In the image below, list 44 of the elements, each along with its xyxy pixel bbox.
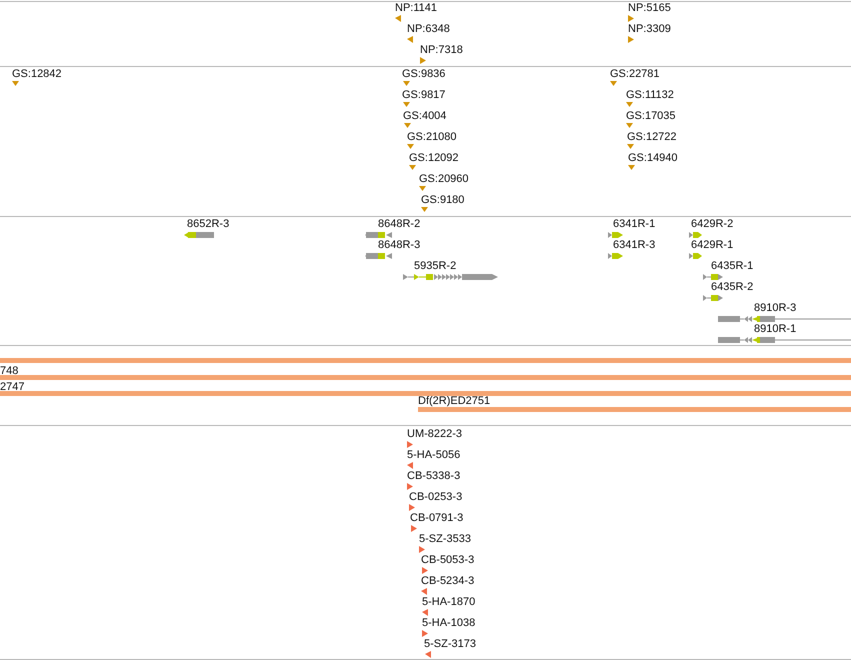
- feature-label: NP:1141: [395, 2, 437, 14]
- feature-label: 8648R-3: [378, 239, 420, 251]
- feature-label: NP:5165: [628, 2, 671, 14]
- feature-label: GS:12842: [12, 68, 62, 80]
- feature-label: 6435R-1: [711, 260, 754, 272]
- feature-label: 8652R-3: [187, 218, 230, 230]
- feature-label: GS:12722: [627, 131, 677, 143]
- feature-label: GS:22781: [610, 68, 660, 80]
- feature-label: NP:3309: [628, 23, 671, 35]
- feature-label: CB-5338-3: [407, 470, 460, 482]
- feature-label: Df(2R)ED2751: [418, 395, 490, 407]
- feature-label: GS:9836: [402, 68, 446, 80]
- feature-label: UM-8222-3: [407, 428, 462, 440]
- feature-label: CB-0253-3: [409, 491, 462, 503]
- feature-label: CB-5234-3: [421, 575, 474, 587]
- feature-label: 5-SZ-3173: [424, 638, 476, 650]
- feature-label: 6429R-2: [691, 218, 734, 230]
- feature-label: 5-SZ-3533: [419, 533, 471, 545]
- feature-label: NP:6348: [407, 23, 450, 35]
- feature-label: 8648R-2: [378, 218, 420, 230]
- feature-label: GS:14940: [628, 152, 678, 164]
- feature-label: GS:4004: [403, 110, 446, 122]
- feature-label: 6341R-1: [613, 218, 656, 230]
- feature-label: 2747: [0, 381, 24, 393]
- feature-label: GS:17035: [626, 110, 676, 122]
- feature-label: GS:20960: [419, 173, 469, 185]
- feature-label: GS:9817: [402, 89, 446, 101]
- feature-label: 748: [0, 365, 18, 377]
- feature-label: 5-HA-1870: [422, 596, 476, 608]
- feature-label: CB-0791-3: [410, 512, 464, 524]
- feature-label: GS:9180: [421, 194, 464, 206]
- feature-label: 6435R-2: [711, 281, 754, 293]
- feature-label: 5-HA-5056: [407, 449, 460, 461]
- feature-label: NP:7318: [420, 44, 463, 56]
- feature-label: 5-HA-1038: [422, 617, 476, 629]
- feature-label: 6341R-3: [613, 239, 656, 251]
- feature-label: GS:12092: [409, 152, 459, 164]
- feature-label: CB-5053-3: [421, 554, 474, 566]
- feature-label: 8910R-3: [754, 302, 796, 314]
- feature-label: GS:11132: [626, 89, 674, 101]
- feature-label: 5935R-2: [414, 260, 456, 272]
- feature-label: 8910R-1: [754, 323, 796, 335]
- feature-label: 6429R-1: [691, 239, 734, 251]
- feature-label: GS:21080: [407, 131, 457, 143]
